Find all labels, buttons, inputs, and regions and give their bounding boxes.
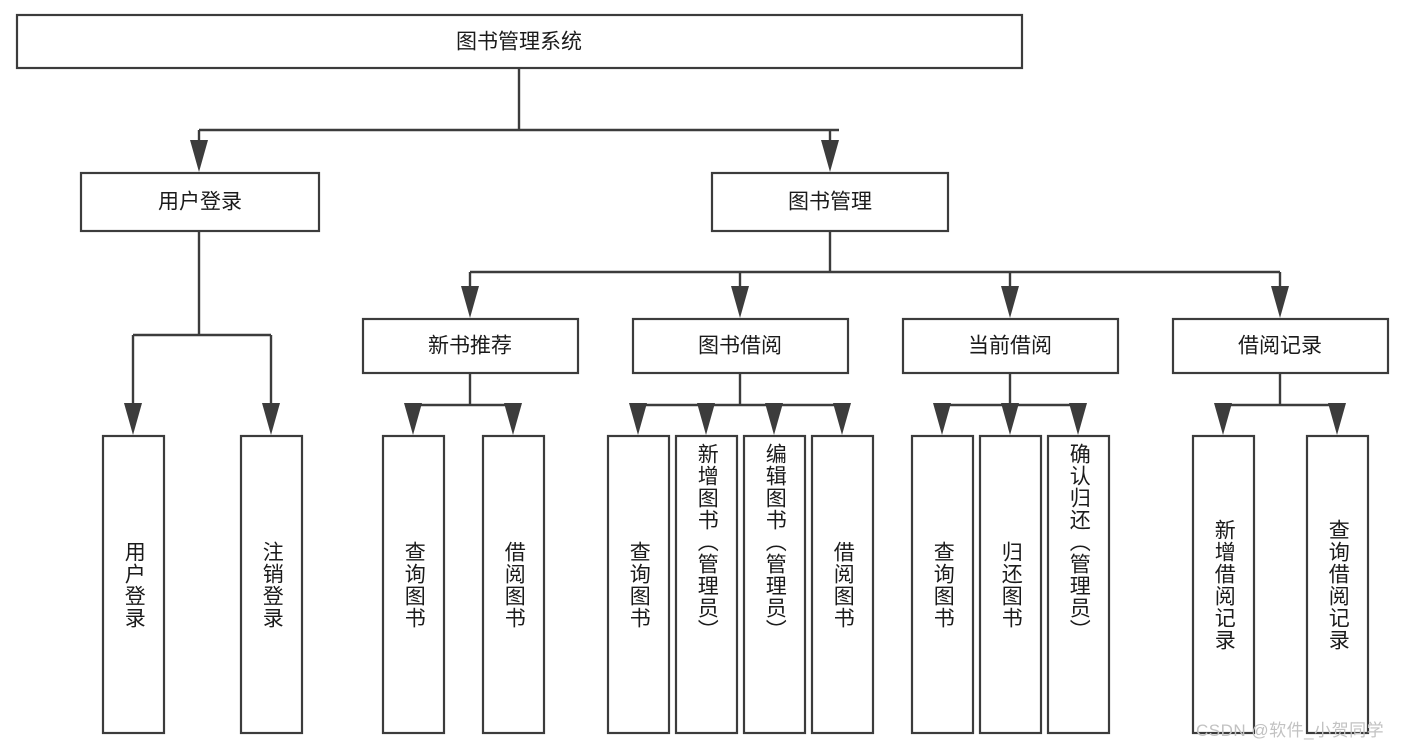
leaf-box-new-book-1[interactable] <box>381 434 446 735</box>
connector-group-book-borrow <box>629 373 851 435</box>
arrow-book-manage-to-new-book <box>461 286 479 318</box>
node-book-borrow-box[interactable] <box>631 317 850 375</box>
arrow-book-borrow-leaf-1 <box>629 403 647 435</box>
node-new-book-recommend-box[interactable] <box>361 317 580 375</box>
node-root-box[interactable] <box>15 13 1024 70</box>
leaf-box-book-borrow-1[interactable] <box>606 434 671 735</box>
leaf-box-current-borrow-3[interactable] <box>1046 434 1111 735</box>
node-book-manage-box[interactable] <box>710 171 950 233</box>
connector-group-book-manage <box>461 232 1289 318</box>
connector-group-user-login <box>124 232 280 435</box>
node-current-borrow[interactable]: 当前借阅 <box>901 317 1120 375</box>
node-borrow-record-box[interactable] <box>1171 317 1390 375</box>
csdn-watermark: CSDN @软件_小贺同学 <box>1196 721 1385 740</box>
arrow-new-book-leaf-2 <box>504 403 522 435</box>
leaf-box-user-login-1[interactable] <box>101 434 166 735</box>
node-current-borrow-box[interactable] <box>901 317 1120 375</box>
leaf-box-new-book-2[interactable] <box>481 434 546 735</box>
node-borrow-record-label: 借阅记录 <box>1238 335 1322 358</box>
leaf-box-book-borrow-4[interactable] <box>810 434 875 735</box>
arrow-current-borrow-leaf-2 <box>1001 403 1019 435</box>
node-root-label: 图书管理系统 <box>456 31 582 54</box>
node-book-manage[interactable]: 图书管理 <box>710 171 950 233</box>
node-book-borrow-label: 图书借阅 <box>698 335 782 358</box>
node-new-book-recommend[interactable]: 新书推荐 <box>361 317 580 375</box>
connector-group-new-book <box>404 373 522 435</box>
node-root[interactable]: 图书管理系统 <box>15 13 1024 70</box>
leaf-box-book-borrow-2[interactable] <box>674 434 739 735</box>
node-new-book-recommend-label: 新书推荐 <box>428 335 512 358</box>
leaf-box-current-borrow-2[interactable] <box>978 434 1043 735</box>
leaf-box-book-borrow-3[interactable] <box>742 434 807 735</box>
arrow-new-book-leaf-1 <box>404 403 422 435</box>
arrow-user-login-leaf-2 <box>262 403 280 435</box>
arrow-book-borrow-leaf-2 <box>697 403 715 435</box>
node-book-borrow[interactable]: 图书借阅 <box>631 317 850 375</box>
arrow-borrow-record-leaf-1 <box>1214 403 1232 435</box>
connector-group-borrow-record <box>1214 373 1346 435</box>
leaf-box-user-login-2[interactable] <box>239 434 304 735</box>
arrow-book-manage-to-borrow-record <box>1271 286 1289 318</box>
arrow-book-manage-to-book-borrow <box>731 286 749 318</box>
arrow-root-to-book-manage <box>821 140 839 172</box>
leaf-box-borrow-record-1[interactable] <box>1191 434 1256 735</box>
node-user-login[interactable]: 用户登录 <box>79 171 321 233</box>
arrow-book-borrow-leaf-3 <box>765 403 783 435</box>
arrow-current-borrow-leaf-1 <box>933 403 951 435</box>
leaf-box-current-borrow-1[interactable] <box>910 434 975 735</box>
node-user-login-label: 用户登录 <box>158 191 242 214</box>
node-book-manage-label: 图书管理 <box>788 191 872 214</box>
arrow-root-to-user-login <box>190 140 208 172</box>
arrow-borrow-record-leaf-2 <box>1328 403 1346 435</box>
arrow-current-borrow-leaf-3 <box>1069 403 1087 435</box>
node-current-borrow-label: 当前借阅 <box>968 335 1052 358</box>
arrow-book-borrow-leaf-4 <box>833 403 851 435</box>
leaf-box-borrow-record-2[interactable] <box>1305 434 1370 735</box>
arrow-book-manage-to-current-borrow <box>1001 286 1019 318</box>
node-user-login-box[interactable] <box>79 171 321 233</box>
connector-group-current-borrow <box>933 373 1087 435</box>
arrow-user-login-leaf-1 <box>124 403 142 435</box>
node-borrow-record[interactable]: 借阅记录 <box>1171 317 1390 375</box>
connector-group-root <box>190 68 839 172</box>
